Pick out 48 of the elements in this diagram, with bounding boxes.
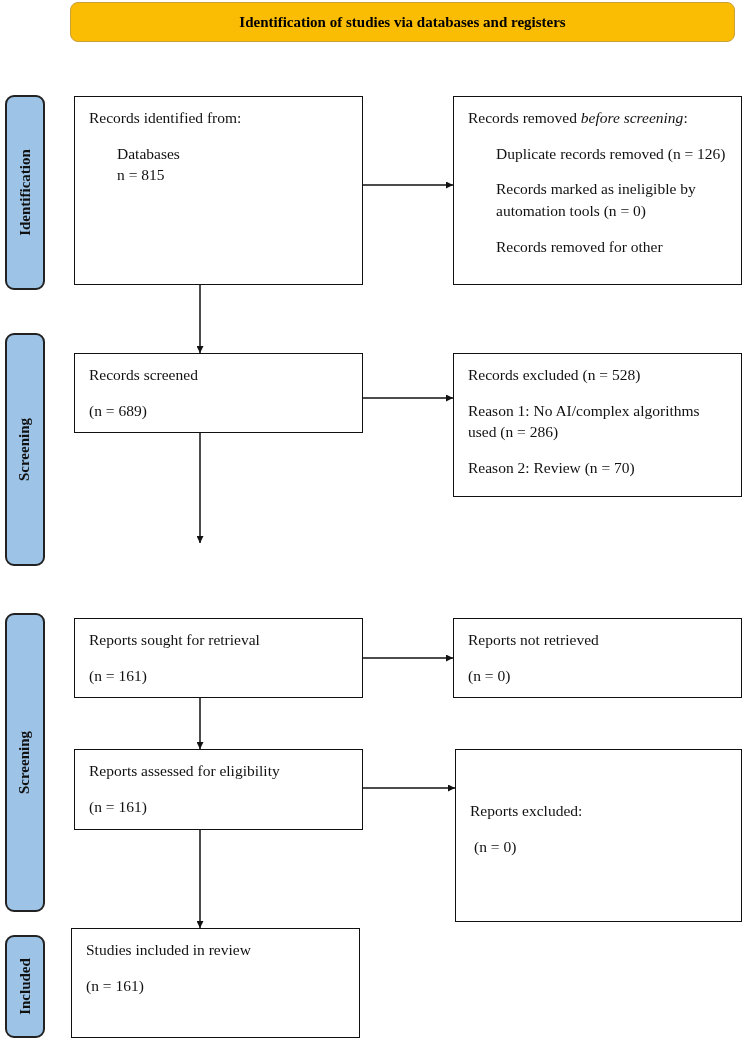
process-box — [74, 353, 363, 433]
process-box — [453, 353, 742, 497]
box-text: Reports sought for retrieval — [89, 630, 261, 650]
box-text: (n = 161) — [89, 665, 148, 686]
box-text: (n = 0) — [474, 836, 518, 857]
arrow — [362, 784, 456, 792]
process-box — [71, 928, 360, 1038]
box-text: (n = 689) — [89, 400, 148, 421]
box-text: Records excluded (n = 528) — [468, 365, 642, 385]
box-text: n = 815 — [117, 165, 166, 186]
box-text: Records marked as ineligible by automation tools (n = 0) — [496, 179, 697, 222]
arrow — [196, 432, 204, 544]
box-text: Reason 1: No AI/complex algorithms used (n = 286) — [468, 400, 701, 443]
box-text: Reason 2: Review (n = 70) — [468, 458, 636, 479]
box-text: Records removed before screening: — [468, 108, 689, 128]
box-text: (n = 161) — [89, 796, 148, 817]
box-text: Records screened — [89, 365, 199, 385]
arrow — [196, 697, 204, 750]
box-text: Reports excluded: — [470, 801, 584, 821]
phase-label: Screening — [15, 730, 34, 795]
box-text: Records removed for other — [496, 236, 664, 257]
process-box — [74, 749, 363, 830]
phase-label: Included — [15, 958, 34, 1015]
arrow — [196, 284, 204, 354]
phase-label-band — [5, 95, 45, 290]
phase-label-band — [5, 613, 45, 912]
process-box — [74, 618, 363, 698]
arrow — [196, 829, 204, 929]
process-box — [455, 749, 742, 922]
box-text: (n = 161) — [86, 975, 145, 996]
process-box — [74, 96, 363, 285]
title-banner: Identification of studies via databases and registers — [70, 2, 735, 42]
box-text: Records identified from: — [89, 108, 243, 128]
arrow — [362, 394, 454, 402]
arrow — [362, 181, 454, 189]
box-text: Studies included in review — [86, 940, 252, 960]
box-text: (n = 0) — [468, 665, 512, 686]
phase-label: Screening — [15, 417, 34, 482]
box-text: Reports not retrieved — [468, 630, 600, 650]
process-box — [453, 96, 742, 285]
box-text: Duplicate records removed (n = 126) — [496, 143, 727, 164]
phase-label: Identification — [15, 149, 34, 236]
process-box — [453, 618, 742, 698]
box-text: Databases — [117, 143, 181, 164]
box-text: Reports assessed for eligibility — [89, 761, 281, 781]
phase-label-band — [5, 333, 45, 566]
phase-label-band — [5, 935, 45, 1038]
arrow — [362, 654, 454, 662]
